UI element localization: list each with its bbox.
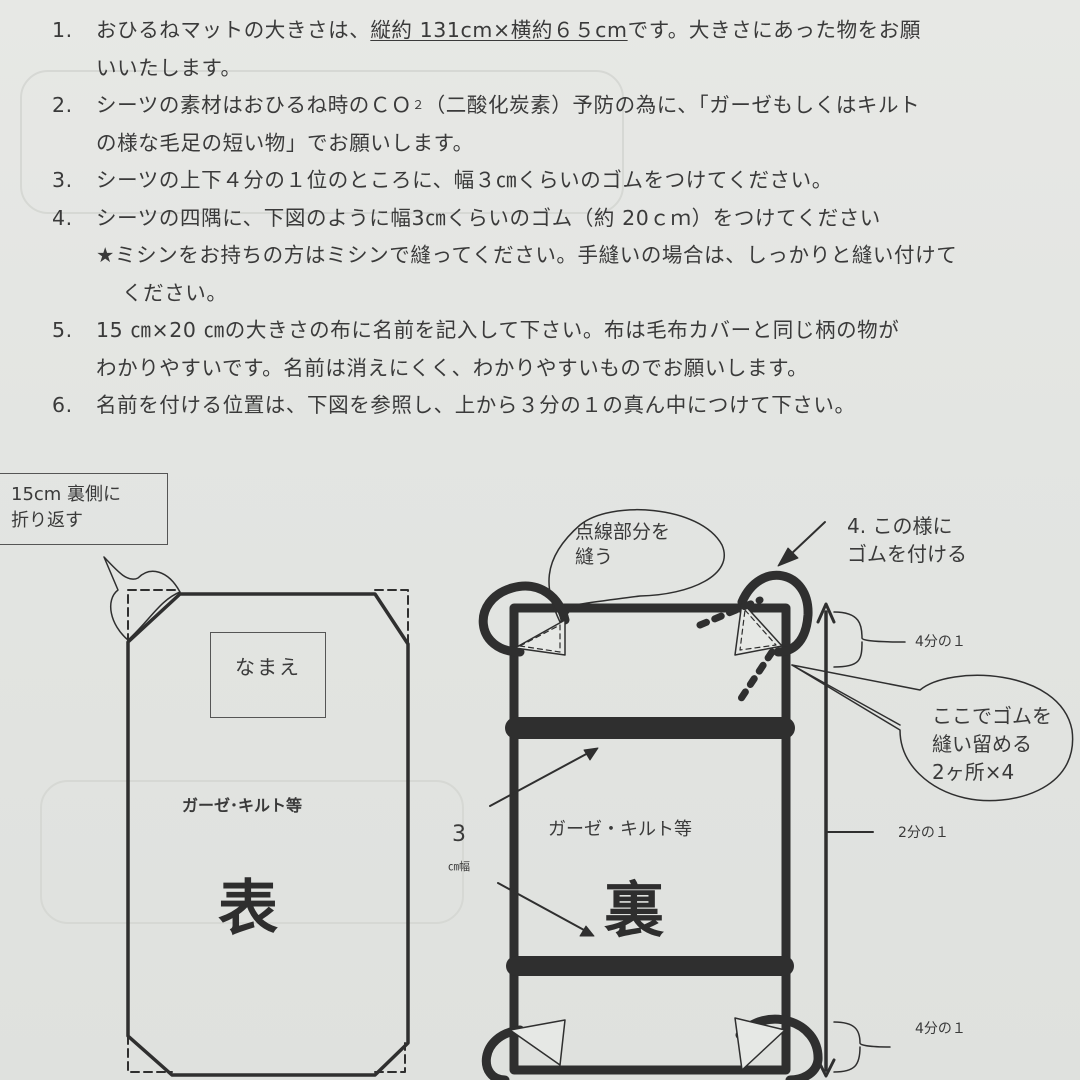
fold-note-box: 15cm 裏側に 折り返す — [0, 473, 168, 545]
half-label: 2分の１ — [898, 825, 949, 841]
item-number: 2. — [52, 93, 73, 117]
bubble-line: 点線部分を — [575, 521, 671, 543]
front-sheet-outline — [103, 556, 410, 1077]
item-number: 3. — [52, 168, 73, 192]
band-width-unit: ㎝幅 — [448, 860, 470, 873]
back-material-label: ガーゼ・キルト等 — [548, 819, 692, 840]
instruction-list: 1. おひるねマットの大きさは、 縦約 131cm×横約６５cm です。大きさに… — [52, 12, 1062, 425]
bubble-line: 縫う — [575, 546, 614, 568]
sew-speech-bubble — [548, 509, 725, 623]
bleed-through-shape — [40, 780, 464, 924]
elastic-note: 4. この様に ゴムを付ける — [847, 512, 967, 568]
name-tag-box: なまえ — [210, 632, 326, 718]
item-number: 6. — [52, 393, 73, 417]
band-width-number: 3 — [452, 822, 466, 847]
item-text: です。大きさにあった物をお願 — [627, 18, 921, 42]
front-side-label: 表 — [218, 874, 278, 944]
instruction-item-1: 1. おひるねマットの大きさは、 縦約 131cm×横約６５cm です。大きさに… — [52, 12, 1062, 50]
bubble-line: 2ヶ所×4 — [932, 760, 1015, 784]
item-text: おひるねマットの大きさは、 — [96, 18, 371, 42]
fold-note-line: 15cm 裏側に — [11, 484, 122, 505]
item-text: の様な毛足の短い物」でお願いします。 — [96, 130, 474, 155]
item-number: 4. — [52, 205, 73, 230]
mat-size-text: 縦約 131cm×横約６５cm — [370, 18, 628, 42]
item-text: 名前を付ける位置は、下図を参照し、上から３分の１の真ん中につけて下さい。 — [96, 393, 856, 417]
item-number: 1. — [52, 18, 73, 42]
subscript: ２ — [412, 98, 425, 112]
stitch-bubble-text: ここでゴムを 縫い留める 2ヶ所×4 — [932, 702, 1052, 786]
item-text: ★ミシンをお持ちの方はミシンで縫ってください。手縫いの場合は、しっかりと縫い付け… — [96, 243, 958, 267]
back-side-label: 裏 — [604, 876, 664, 946]
item-text: わかりやすいです。名前は消えにくく、わかりやすいものでお願いします。 — [96, 355, 809, 380]
note-line: 4. この様に — [847, 514, 953, 538]
instruction-item-5: 5. 15 ㎝×20 ㎝の大きさの布に名前を記入して下さい。布は毛布カバーと同じ… — [52, 312, 1062, 350]
item-number: 5. — [52, 318, 73, 342]
instruction-item-6: 6. 名前を付ける位置は、下図を参照し、上から３分の１の真ん中につけて下さい。 — [52, 387, 1062, 425]
item-text: シーツの素材はおひるね時のＣＯ — [96, 93, 413, 117]
back-sheet-outline — [478, 570, 823, 1080]
quarter-bottom-label: 4分の１ — [915, 1021, 966, 1037]
item-text: シーツの四隅に、下図のように幅3㎝くらいのゴム（約 20ｃｍ）をつけてください — [96, 205, 881, 230]
bubble-line: 縫い留める — [932, 732, 1032, 756]
instruction-item-3: 3. シーツの上下４分の１位のところに、幅３㎝くらいのゴムをつけてください。 — [52, 162, 1062, 200]
quarter-top-label: 4分の１ — [915, 634, 966, 650]
item-text: （二酸化炭素）予防の為に、「ガーゼもしくはキルト — [424, 93, 921, 117]
item-text: ください。 — [122, 280, 228, 305]
item-text: いいたします。 — [96, 55, 242, 80]
front-material-label: ガーゼ･キルト等 — [182, 796, 303, 815]
stitch-speech-bubble — [791, 664, 1074, 802]
item-text: 15 ㎝×20 ㎝の大きさの布に名前を記入して下さい。布は毛布カバーと同じ柄の物… — [96, 318, 900, 342]
sew-bubble-text: 点線部分を 縫う — [575, 520, 670, 570]
note-line: ゴムを付ける — [847, 542, 967, 566]
item-text: シーツの上下４分の１位のところに、幅３㎝くらいのゴムをつけてください。 — [96, 168, 833, 192]
bubble-line: ここでゴムを — [932, 704, 1052, 728]
bleed-through-shape — [20, 70, 624, 214]
fold-note-line: 折り返す — [11, 510, 83, 531]
instruction-item-4: 4. シーツの四隅に、下図のように幅3㎝くらいのゴム（約 20ｃｍ）をつけてくだ… — [52, 200, 1062, 238]
